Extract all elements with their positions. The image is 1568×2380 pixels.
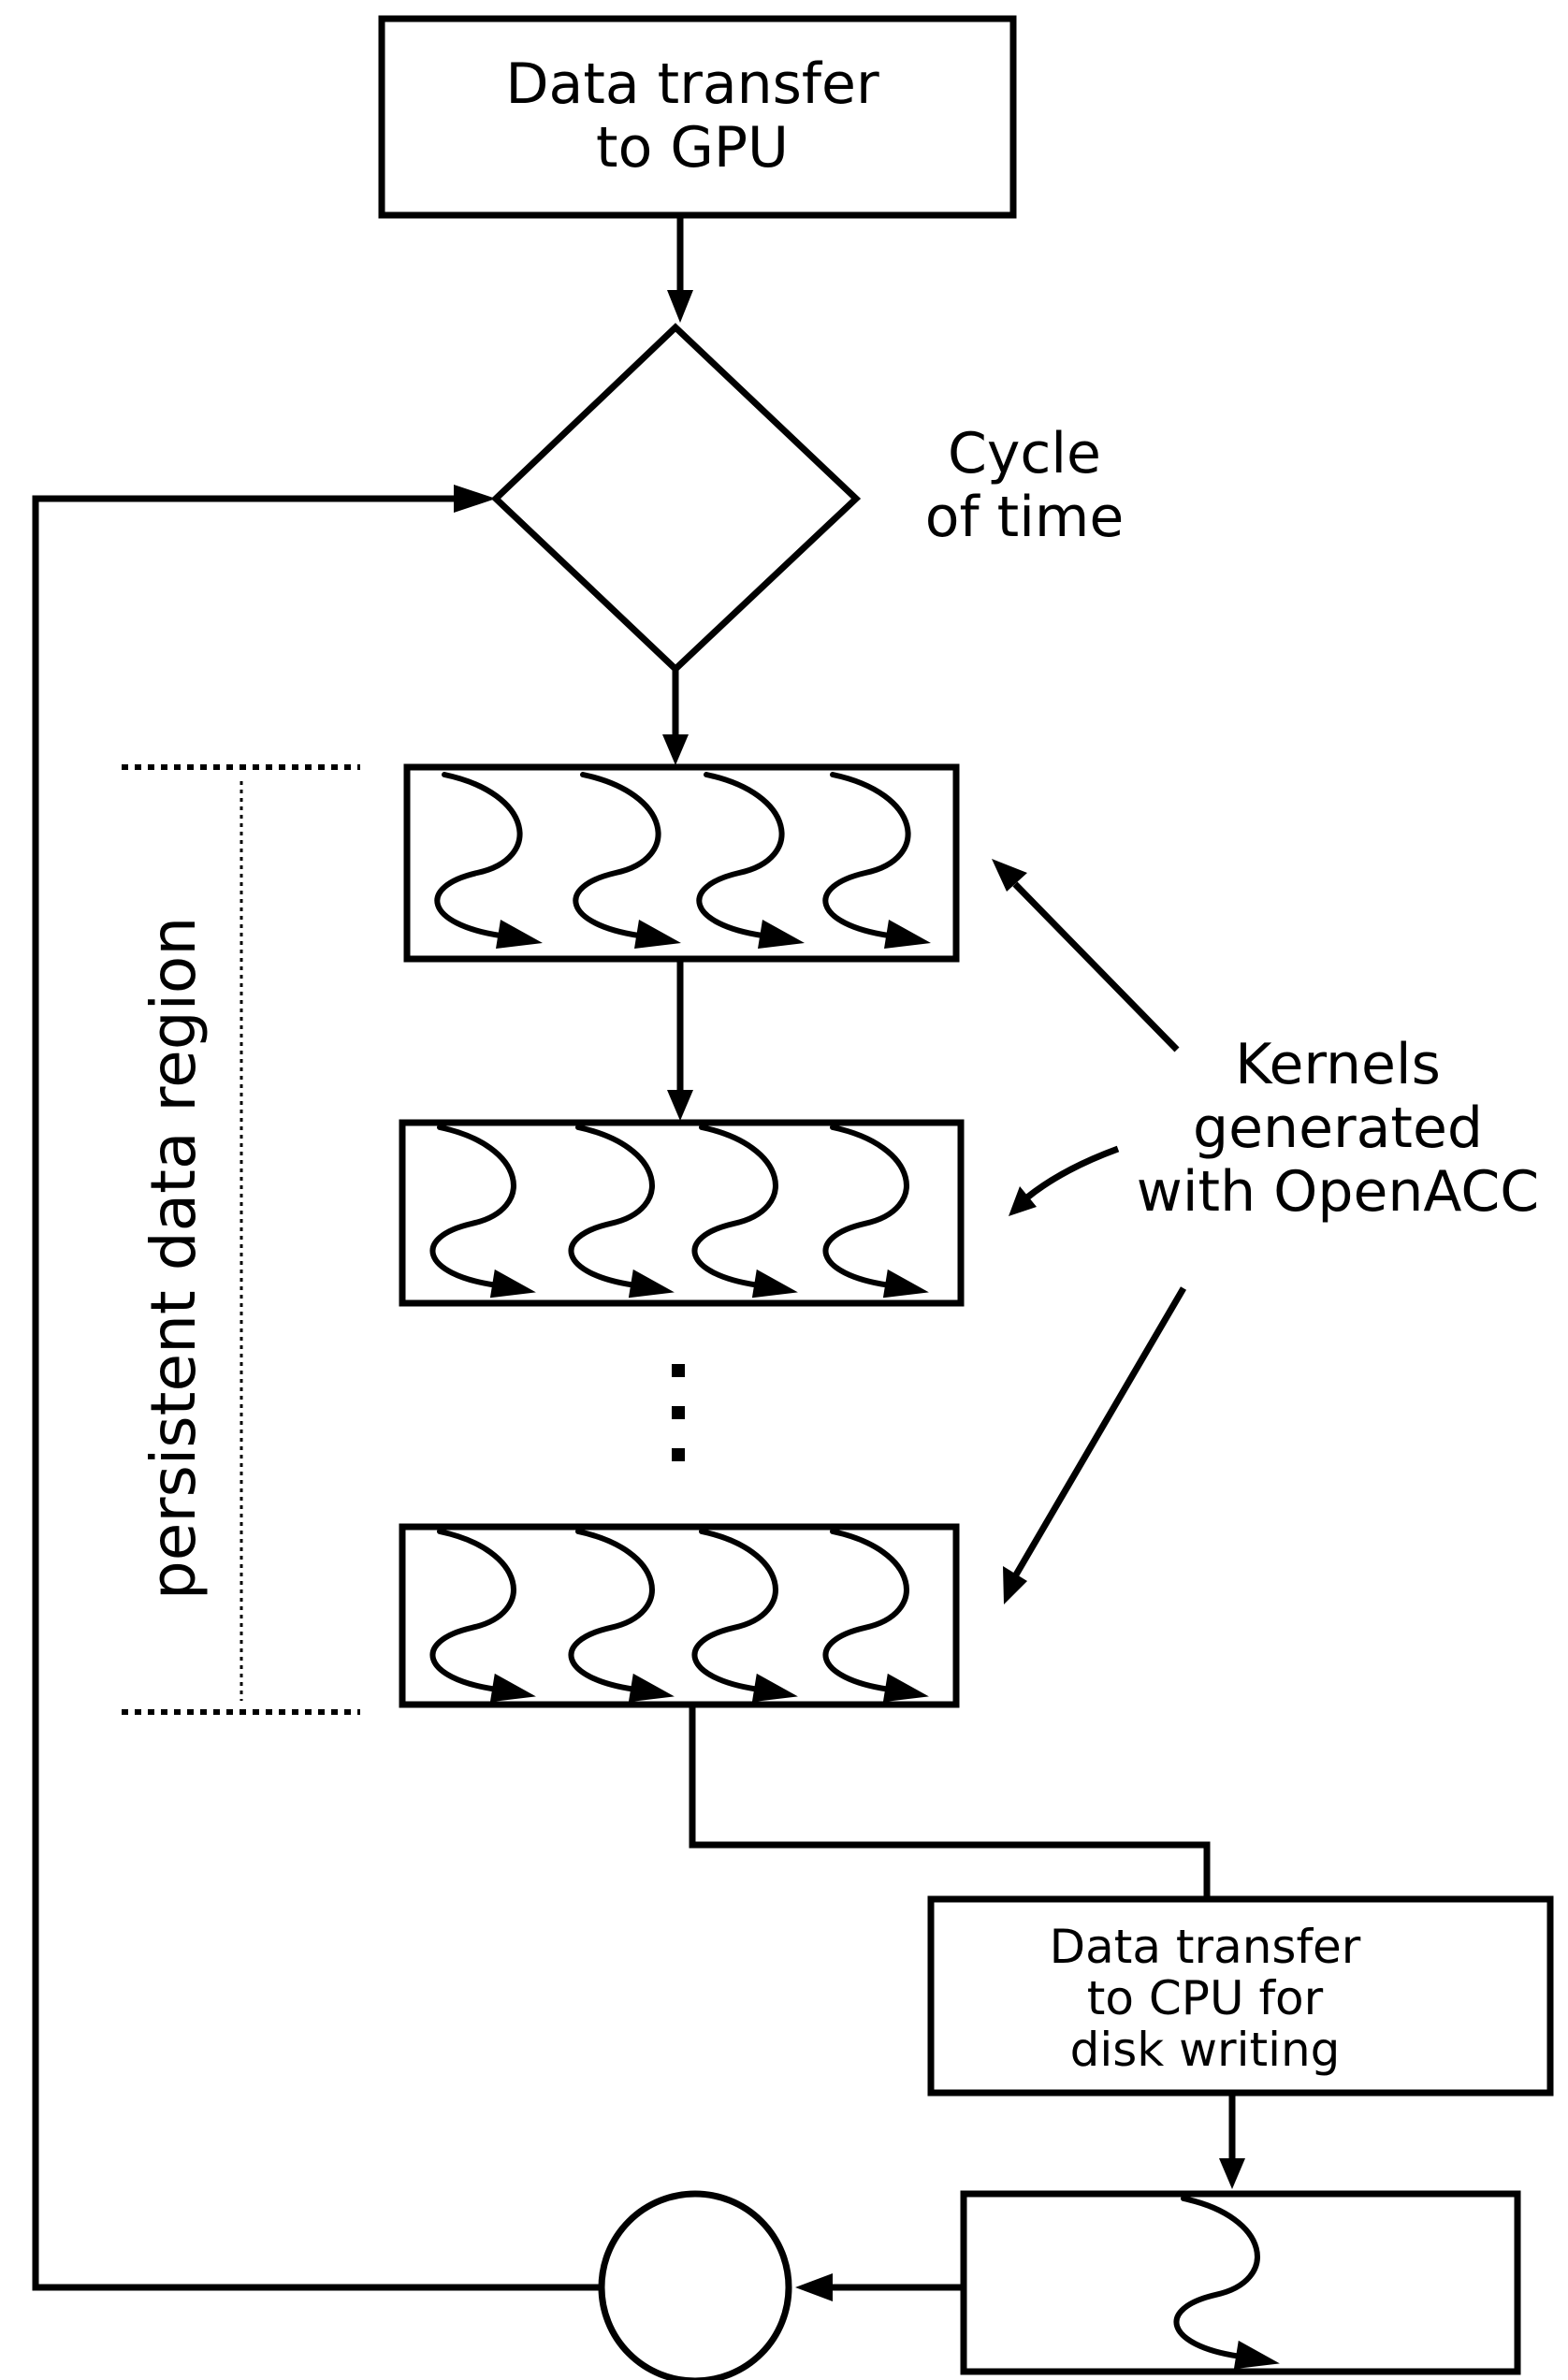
thread-arrow-head — [489, 1269, 536, 1299]
transfer-to-cpu-label-line1: Data transfer — [1050, 1920, 1361, 1974]
time-cycle-label-line1: Cycle — [948, 421, 1101, 486]
transfer-to-cpu-label-line2: to CPU for — [1087, 1971, 1324, 2025]
transfer-to-gpu-label-line1: Data transfer — [505, 51, 879, 117]
loop-back-connector — [32, 495, 602, 2291]
kernel-threads-2 — [429, 1125, 929, 1299]
transfer-to-cpu-box — [927, 1895, 1554, 2097]
time-cycle-decision — [490, 323, 862, 674]
output-block — [960, 2190, 1521, 2375]
kernel-block-n — [399, 1523, 960, 1708]
thread-wave — [696, 772, 785, 938]
kernel-threads-1 — [434, 772, 931, 949]
thread-arrow-head — [751, 1673, 798, 1703]
thread-arrow-head — [1233, 2340, 1280, 2370]
arrow-head — [992, 859, 1027, 892]
thread-wave — [691, 1125, 778, 1288]
thread-wave — [429, 1529, 516, 1692]
thread-wave — [822, 772, 911, 938]
thread-wave — [1173, 2196, 1260, 2359]
transfer-to-cpu-label-line3: disk writing — [1070, 2023, 1341, 2077]
pointer-to-kernel-2 — [1024, 1145, 1120, 1200]
transfer-to-gpu-label-line2: to GPU — [596, 115, 789, 181]
time-cycle-label-line2: of time — [925, 485, 1124, 550]
thread-wave — [822, 1125, 909, 1288]
thread-wave — [568, 1125, 655, 1288]
connector-kernel-n-to-cpu — [689, 1705, 1211, 1899]
loop-merge-node — [598, 2190, 792, 2380]
thread-arrow-head — [496, 920, 543, 949]
thread-wave — [429, 1125, 516, 1288]
thread-wave — [434, 772, 523, 938]
thread-wave — [573, 772, 661, 938]
thread-arrow-head — [882, 1269, 929, 1299]
kernel-threads-n — [429, 1529, 929, 1703]
thread-wave — [568, 1529, 655, 1692]
thread-arrow-head — [758, 920, 805, 949]
thread-arrow-head — [751, 1269, 798, 1299]
thread-arrow-head — [628, 1673, 675, 1703]
arrow-head — [667, 1090, 693, 1121]
kernels-label-line1: Kernels — [1235, 1032, 1441, 1097]
thread-arrow-head — [882, 1673, 929, 1703]
thread-arrow-head — [628, 1269, 675, 1299]
arrow-head — [662, 734, 689, 765]
kernels-label-line2: generated — [1193, 1096, 1483, 1161]
pointer-to-kernel-n — [1011, 1286, 1187, 1578]
transfer-to-gpu-box — [378, 15, 1017, 219]
arrow-head — [454, 485, 496, 513]
output-threads — [1173, 2196, 1280, 2370]
thread-wave — [691, 1529, 778, 1692]
arrow-head — [1003, 1566, 1027, 1604]
thread-arrow-head — [489, 1673, 536, 1703]
pointer-to-kernel-1 — [1012, 881, 1180, 1052]
thread-wave — [822, 1529, 909, 1692]
ellipsis-dots — [672, 1364, 685, 1461]
arrow-head — [1219, 2158, 1245, 2189]
arrow-head — [1009, 1186, 1037, 1216]
thread-arrow-head — [634, 920, 681, 949]
arrow-head — [795, 2273, 833, 2301]
persistent-region-label: persistent data region — [138, 917, 210, 1600]
kernel-block-2 — [399, 1119, 965, 1307]
kernels-label-line3: with OpenACC — [1137, 1159, 1539, 1225]
thread-arrow-head — [884, 920, 931, 949]
arrow-head — [667, 290, 693, 323]
